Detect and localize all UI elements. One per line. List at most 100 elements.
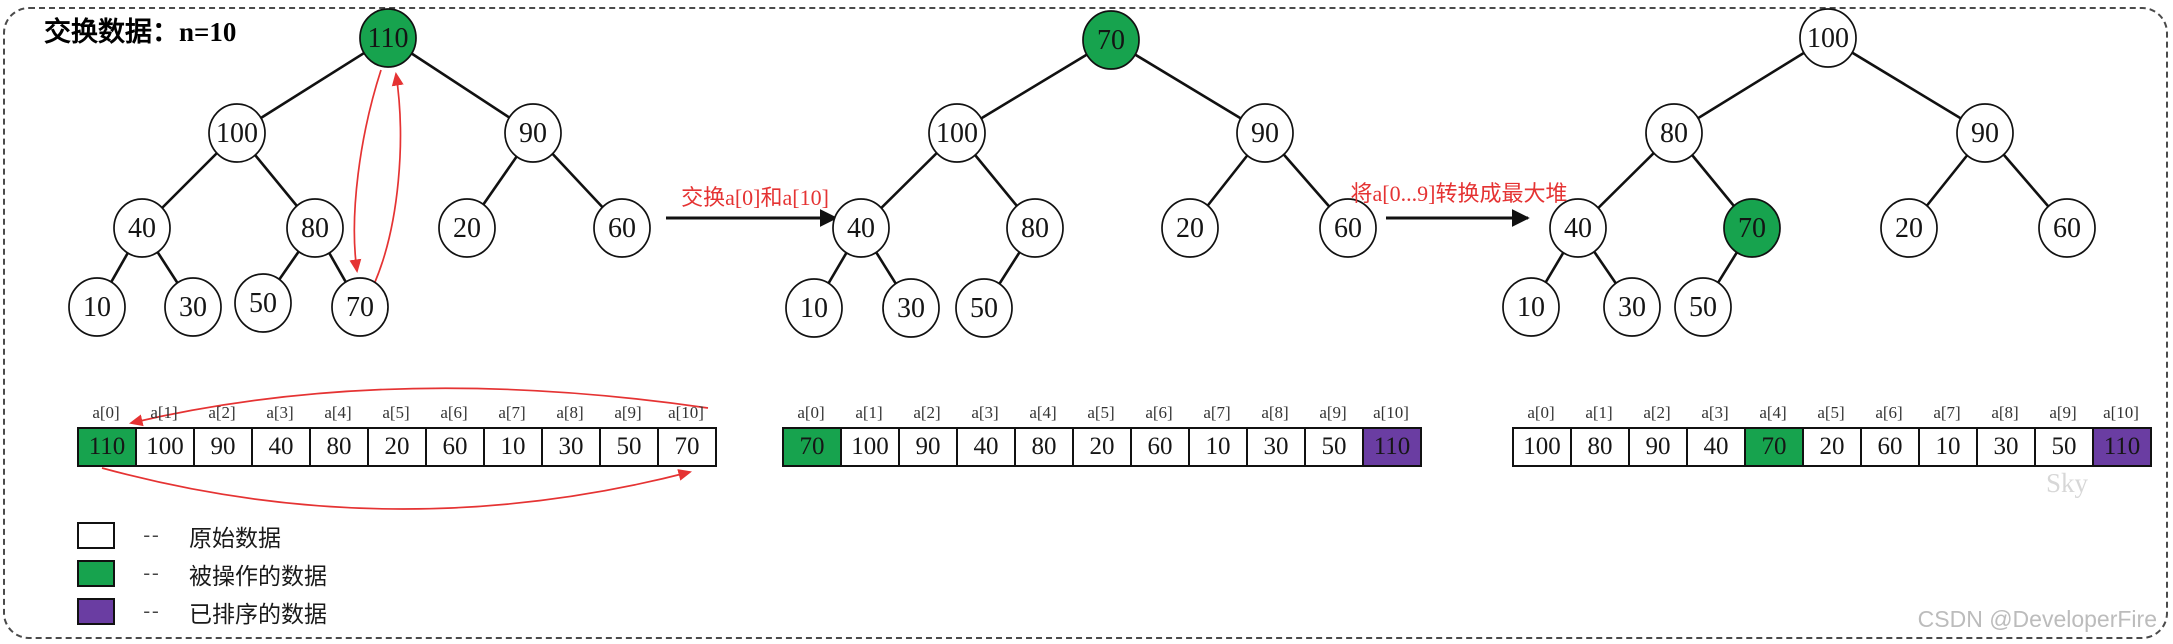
node-circle bbox=[955, 278, 1013, 338]
node-circle bbox=[208, 103, 266, 163]
array-after-swap-cell-a[4]: 80 bbox=[1014, 427, 1074, 467]
array-index-label: a[2] bbox=[1643, 403, 1671, 422]
array-index-label: a[8] bbox=[1261, 403, 1289, 422]
node-circle bbox=[1161, 198, 1219, 258]
node-circle bbox=[1082, 10, 1140, 70]
annotation-swap-label: 交换a[0]和a[10] bbox=[681, 185, 829, 210]
array-index-label: a[4] bbox=[324, 403, 352, 422]
tree-max-heap-node-90: 90 bbox=[1956, 103, 2014, 163]
node-value: 60 bbox=[2053, 213, 2081, 244]
tree-max-heap-node-20: 20 bbox=[1880, 198, 1938, 258]
legend-row-original: --原始数据 bbox=[77, 522, 327, 551]
array-max-heap-cell-a[0]: 100 bbox=[1512, 427, 1572, 467]
swap-arrow bbox=[374, 71, 404, 283]
array-index-label: a[9] bbox=[614, 403, 642, 422]
node-circle bbox=[1603, 277, 1661, 337]
node-circle bbox=[1880, 198, 1938, 258]
array-before-swap-cell-a[6]: 60 bbox=[425, 427, 485, 467]
array-max-heap-cell-a[8]: 30 bbox=[1976, 427, 2036, 467]
array-index-label: a[0] bbox=[1527, 403, 1555, 422]
tree-max-heap-edge bbox=[1827, 36, 1986, 135]
csdn-watermark: CSDN @DeveloperFire bbox=[1917, 606, 2157, 632]
node-circle bbox=[359, 8, 417, 68]
node-circle bbox=[882, 278, 940, 338]
array-after-swap-cell-a[1]: 100 bbox=[840, 427, 900, 467]
node-value: 80 bbox=[1021, 213, 1049, 244]
swap-arrow bbox=[129, 387, 709, 427]
array-after-swap-cell-a[10]: 110 bbox=[1362, 427, 1422, 467]
node-value: 30 bbox=[179, 292, 207, 323]
annotation-heapify-label: 将a[0...9]转换成最大堆 bbox=[1350, 181, 1568, 206]
legend-swatch-sorted bbox=[77, 598, 115, 625]
array-max-heap-cell-a[9]: 50 bbox=[2034, 427, 2094, 467]
legend-dash: -- bbox=[143, 562, 161, 584]
node-value: 90 bbox=[519, 118, 547, 149]
tree-before-swap-node-90: 90 bbox=[504, 103, 562, 163]
array-index-label: a[7] bbox=[1203, 403, 1231, 422]
tree-before-swap-node-10: 10 bbox=[68, 277, 126, 337]
node-value: 20 bbox=[1176, 213, 1204, 244]
array-after-swap-cell-a[2]: 90 bbox=[898, 427, 958, 467]
tree-before-swap-node-100: 100 bbox=[208, 103, 266, 163]
node-circle bbox=[928, 103, 986, 163]
diagram-title: 交换数据：n=10 bbox=[44, 17, 237, 47]
node-value: 20 bbox=[453, 213, 481, 244]
tree-before-swap-edge bbox=[236, 36, 389, 135]
node-circle bbox=[1956, 103, 2014, 163]
array-index-label: a[0] bbox=[92, 403, 120, 422]
node-circle bbox=[832, 198, 890, 258]
array-before-swap-cell-a[10]: 70 bbox=[657, 427, 717, 467]
node-value: 60 bbox=[1334, 213, 1362, 244]
node-circle bbox=[2038, 198, 2096, 258]
tree-after-swap-node-10: 10 bbox=[785, 278, 843, 338]
array-index-label: a[8] bbox=[556, 403, 584, 422]
node-value: 70 bbox=[1097, 25, 1125, 56]
tree-max-heap-node-30: 30 bbox=[1603, 277, 1661, 337]
tree-after-swap-node-20: 20 bbox=[1161, 198, 1219, 258]
node-value: 100 bbox=[1807, 23, 1849, 54]
array-index-label: a[6] bbox=[1875, 403, 1903, 422]
array-index-label: a[9] bbox=[1319, 403, 1347, 422]
tree-before-swap-node-70: 70 bbox=[331, 277, 389, 337]
tree-before-swap-node-40: 40 bbox=[113, 198, 171, 258]
legend: --原始数据--被操作的数据--已排序的数据 bbox=[77, 522, 327, 636]
array-index-label: a[1] bbox=[1585, 403, 1613, 422]
array-index-label: a[5] bbox=[382, 403, 410, 422]
array-before-swap-cell-a[8]: 30 bbox=[541, 427, 601, 467]
array-after-swap-cell-a[9]: 50 bbox=[1304, 427, 1364, 467]
node-value: 40 bbox=[128, 213, 156, 244]
node-value: 40 bbox=[1564, 213, 1592, 244]
legend-dash: -- bbox=[143, 600, 161, 622]
node-value: 80 bbox=[301, 213, 329, 244]
swap-and-step-arrows bbox=[101, 69, 1530, 510]
array-index-label: a[9] bbox=[2049, 403, 2077, 422]
array-index-label: a[3] bbox=[266, 403, 294, 422]
array-index-label: a[6] bbox=[1145, 403, 1173, 422]
array-index-label: a[4] bbox=[1029, 403, 1057, 422]
legend-swatch-original bbox=[77, 522, 115, 549]
node-value: 100 bbox=[936, 118, 978, 149]
node-circle bbox=[331, 277, 389, 337]
array-after-swap-cell-a[8]: 30 bbox=[1246, 427, 1306, 467]
tree-max-heap-node-40: 40 bbox=[1549, 198, 1607, 258]
array-index-label: a[3] bbox=[1701, 403, 1729, 422]
node-value: 50 bbox=[970, 293, 998, 324]
dashed-panel-border bbox=[3, 7, 2168, 639]
node-value: 90 bbox=[1971, 118, 1999, 149]
tree-before-swap-node-30: 30 bbox=[164, 277, 222, 337]
node-value: 30 bbox=[1618, 292, 1646, 323]
array-max-heap-cell-a[10]: 110 bbox=[2092, 427, 2152, 467]
node-value: 20 bbox=[1895, 213, 1923, 244]
tree-after-swap-node-90: 90 bbox=[1236, 103, 1294, 163]
array-index-label: a[10] bbox=[2103, 403, 2139, 422]
node-value: 70 bbox=[1738, 213, 1766, 244]
tree-after-swap-node-60: 60 bbox=[1319, 198, 1377, 258]
node-value: 100 bbox=[216, 118, 258, 149]
array-index-label: a[4] bbox=[1759, 403, 1787, 422]
array-after-swap-cell-a[0]: 70 bbox=[782, 427, 842, 467]
array-index-label: a[6] bbox=[440, 403, 468, 422]
array-before-swap-cell-a[3]: 40 bbox=[251, 427, 311, 467]
array-index-label: a[8] bbox=[1991, 403, 2019, 422]
array-index-label: a[2] bbox=[913, 403, 941, 422]
